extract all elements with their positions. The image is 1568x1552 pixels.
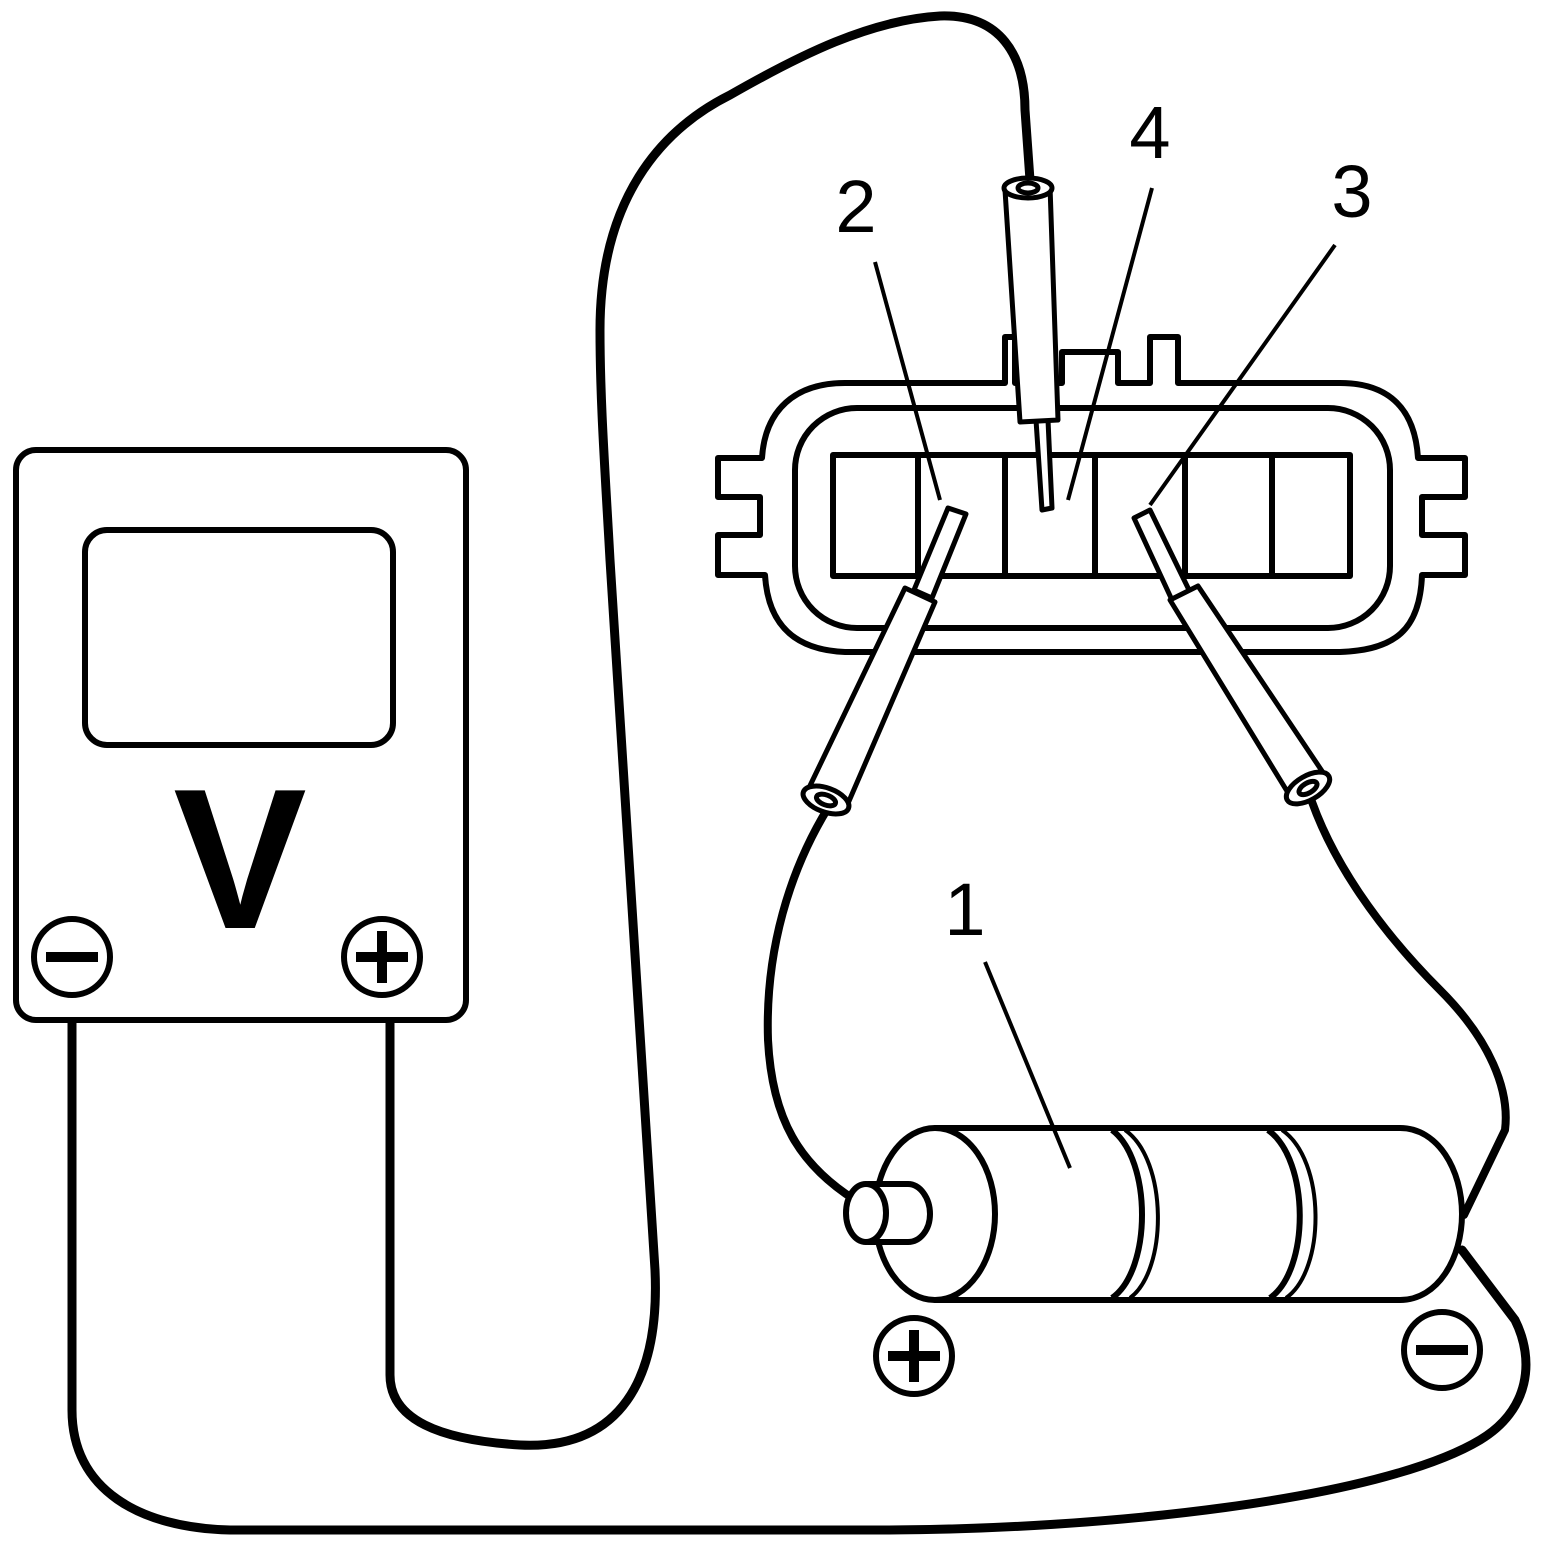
callout-3: 3 (1331, 150, 1372, 233)
battery-body (932, 1125, 1465, 1303)
wire-meter-negative-to-battery (67, 1015, 1531, 1535)
wire-meter-positive-to-probe-4 (385, 11, 1035, 1450)
meter-letter: V (173, 748, 306, 971)
leader-3 (1148, 243, 1337, 507)
battery-band-1 (1110, 1127, 1145, 1301)
probe-3 (1131, 507, 1333, 807)
leader-4 (1066, 187, 1154, 501)
probes (800, 175, 1333, 817)
battery-negative-marker (1401, 1309, 1483, 1391)
wire-probe-3-to-battery-negative (1304, 786, 1510, 1219)
battery (843, 1125, 1465, 1303)
callout-leaders (873, 187, 1337, 1169)
callout-2: 2 (835, 165, 876, 248)
meter-positive-terminal (341, 916, 423, 998)
battery-band-2 (1266, 1127, 1303, 1301)
connector (715, 334, 1468, 655)
leader-1 (983, 961, 1072, 1169)
wire-probe-2-to-battery-positive (763, 804, 859, 1204)
callout-1: 1 (944, 868, 985, 951)
probe-2 (800, 505, 969, 817)
battery-positive-marker (873, 1315, 955, 1397)
voltmeter: V (13, 447, 469, 1023)
callout-4: 4 (1129, 91, 1170, 174)
meter-negative-terminal (31, 916, 113, 998)
leader-2 (873, 261, 942, 501)
wires (67, 11, 1531, 1535)
minus-icon (1416, 1345, 1468, 1355)
minus-icon (46, 952, 98, 962)
meter-display (82, 527, 396, 748)
probe-4 (1001, 175, 1061, 513)
